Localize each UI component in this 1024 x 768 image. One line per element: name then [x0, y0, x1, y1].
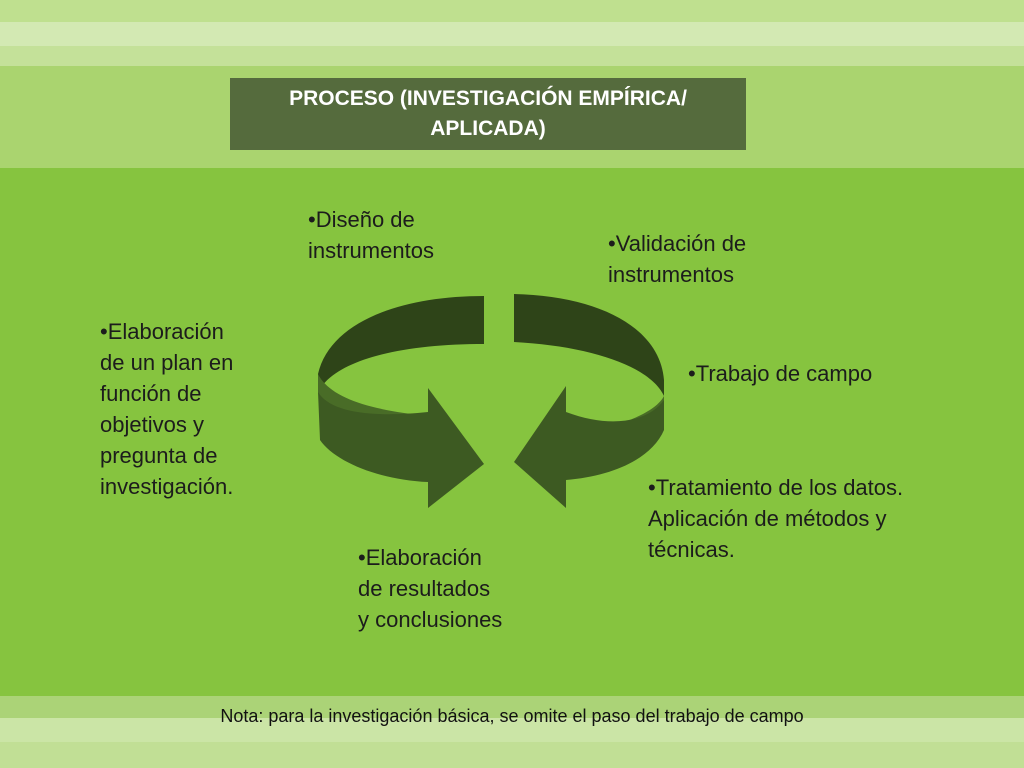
step-results: •Elaboración de resultados y conclusione… [358, 545, 503, 632]
top-stripe-3 [0, 46, 1024, 66]
top-stripe-2 [0, 22, 1024, 46]
step-fieldwork: •Trabajo de campo [688, 361, 873, 386]
right-arrow-top [514, 294, 664, 396]
right-arrow-head [514, 386, 664, 508]
step-plan: •Elaboración de un plan en función de ob… [100, 319, 234, 499]
footnote: Nota: para la investigación básica, se o… [220, 706, 804, 726]
left-arrow-top [318, 296, 484, 392]
main-panel [0, 168, 1024, 696]
bottom-stripe-1 [0, 696, 1024, 718]
slide-title: PROCESO (INVESTIGACIÓN EMPÍRICA/ APLICAD… [230, 78, 746, 150]
step-validation: •Validación de instrumentos [608, 231, 747, 287]
top-stripe-1 [0, 0, 1024, 22]
bottom-stripe-2 [0, 742, 1024, 768]
slide-title-text: PROCESO (INVESTIGACIÓN EMPÍRICA/ APLICAD… [289, 87, 687, 140]
left-arrow-head [318, 388, 484, 508]
step-design: •Diseño de instrumentos [308, 207, 434, 263]
note-band [0, 718, 1024, 742]
step-data-treatment: •Tratamiento de los datos. Aplicación de… [648, 475, 904, 562]
